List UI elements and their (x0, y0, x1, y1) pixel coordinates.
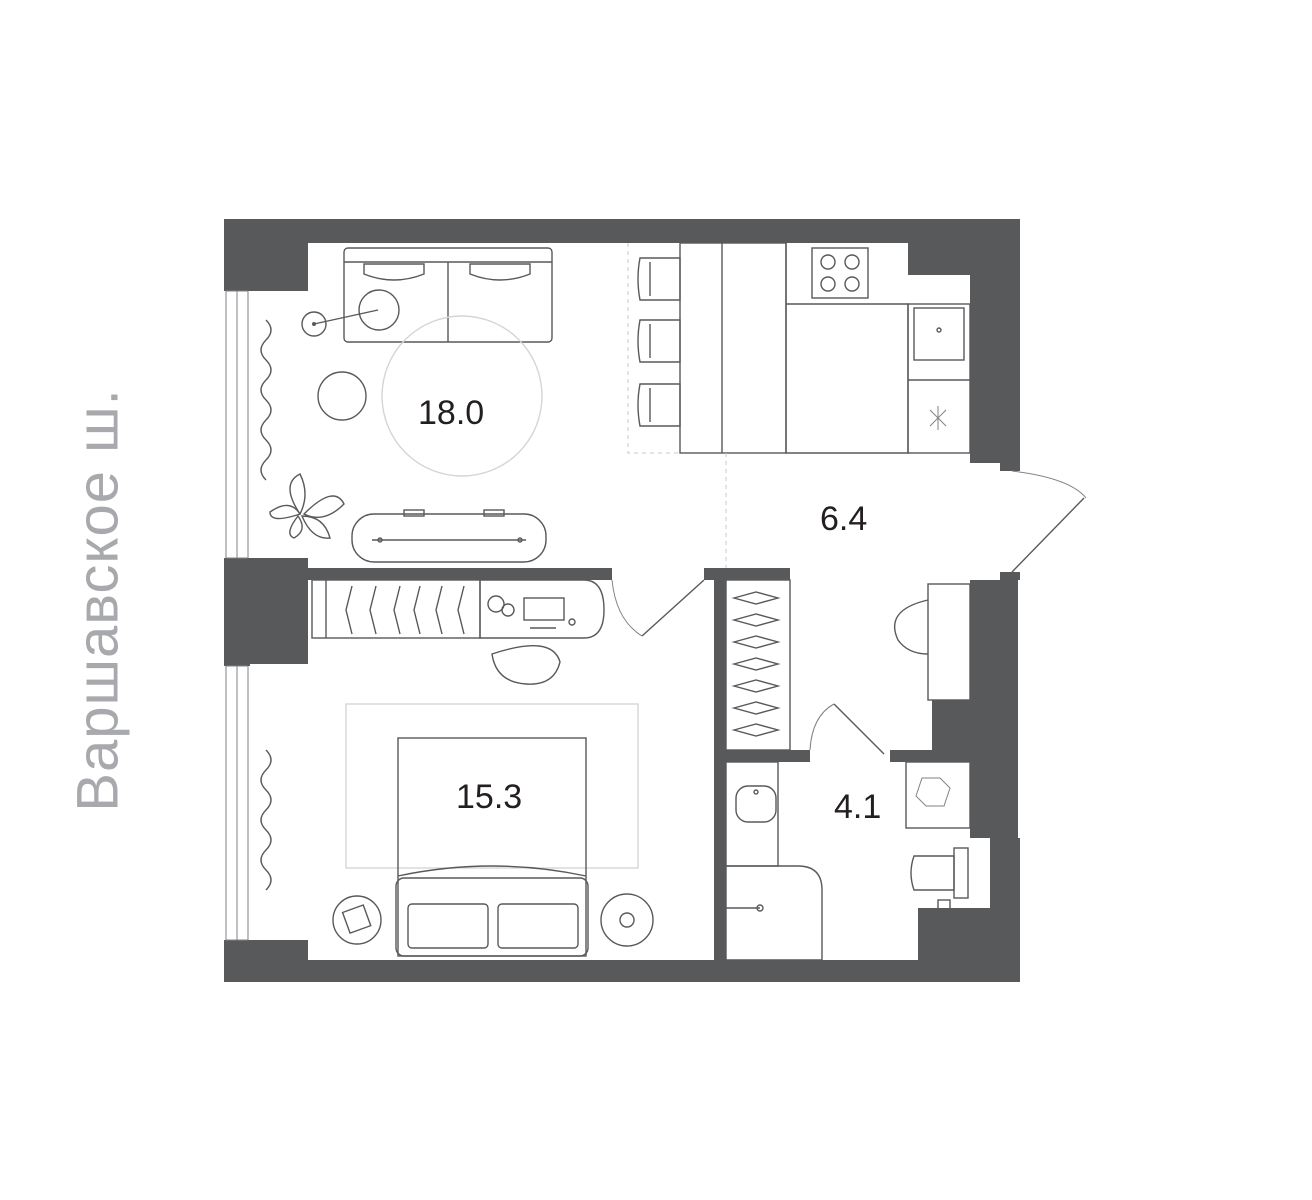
column-bottom-left (250, 940, 308, 960)
wall-bottom (224, 960, 991, 982)
curtain-lower (260, 749, 272, 891)
wall-right-upper (970, 219, 1020, 463)
shower (725, 865, 823, 961)
side-table (317, 371, 367, 421)
shower-mixer (905, 761, 971, 829)
area-bathroom: 4.1 (834, 788, 881, 826)
column-mid-left (250, 558, 308, 664)
wall-left-mid (224, 558, 250, 666)
bathroom-room (725, 761, 971, 961)
kitchen-counter (785, 243, 971, 454)
area-bedroom: 15.3 (456, 778, 522, 816)
walls (224, 219, 1020, 982)
windows (225, 290, 249, 941)
floor-lamp (301, 289, 400, 337)
hall-wardrobe (725, 579, 791, 751)
bathroom-door (809, 703, 885, 755)
area-living-kitchen: 18.0 (418, 394, 484, 432)
washer-area (893, 583, 971, 701)
wardrobe (311, 579, 481, 639)
round-rug (381, 315, 543, 477)
shaft-block (932, 700, 970, 762)
wall-left-lower (224, 940, 250, 982)
toilet (910, 855, 955, 891)
bar-stools (637, 257, 681, 427)
vanity (725, 761, 779, 867)
sink (735, 785, 777, 823)
column-top-left (250, 243, 308, 291)
fridge-icon (929, 406, 947, 430)
bedroom-door (611, 579, 705, 637)
desk-chair (491, 644, 561, 685)
partition-living-bedroom (308, 568, 612, 580)
plant (269, 473, 345, 539)
bedroom-room (311, 579, 705, 957)
shaft-block-lower (918, 908, 990, 960)
media-console (351, 509, 547, 563)
partition-bedroom-hall (714, 568, 726, 960)
kitchen-sink (913, 307, 965, 361)
curtain-upper (260, 319, 272, 481)
wall-left-upper (224, 219, 250, 291)
wall-right-lower (970, 580, 1018, 838)
nightstand-right (600, 893, 654, 947)
door-jamb-entrance-top (1000, 463, 1020, 471)
wall-top (224, 219, 1020, 243)
entrance-door (1011, 470, 1087, 573)
curtains (260, 319, 272, 891)
sofa (343, 247, 553, 343)
nightstand-left (332, 895, 382, 945)
door-jamb-entrance-bottom (1000, 572, 1020, 580)
column-top-right (908, 243, 970, 275)
dining-zone (627, 243, 680, 454)
cooktop (811, 247, 869, 299)
kitchen-island (679, 242, 787, 454)
living-kitchen-room (269, 242, 971, 568)
bedroom-rug (345, 703, 639, 869)
shaft-wall-right (990, 838, 1020, 982)
bed (395, 737, 589, 957)
partition-bathroom-top (726, 750, 810, 762)
area-hall: 6.4 (820, 500, 867, 538)
desk (479, 579, 605, 639)
